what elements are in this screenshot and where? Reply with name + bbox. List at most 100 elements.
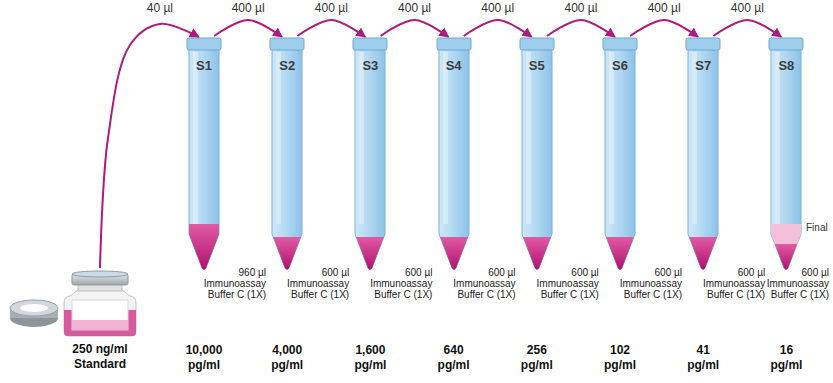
- concentration-label: 16 pg/ml: [763, 343, 809, 373]
- tube-label: S2: [270, 58, 304, 73]
- tube-label: S8: [769, 58, 803, 73]
- text-slot: 600 µl Immunoassay Buffer C (1X): [366, 267, 432, 300]
- text-slot: 102 pg/ml: [597, 343, 643, 373]
- dilution-tube: S2600 µl Immunoassay Buffer C (1X)4,000 …: [270, 38, 304, 270]
- tube-body: [355, 48, 385, 270]
- buffer-volume: 600 µl Immunoassay Buffer C (1X): [616, 267, 682, 300]
- text-slot: 960 µl Immunoassay Buffer C (1X): [200, 267, 266, 300]
- tube-rim: [520, 38, 554, 50]
- tube-rim: [187, 38, 221, 50]
- tube-highlight: [609, 52, 614, 224]
- tube-highlight: [775, 52, 780, 224]
- final-note: Final: [806, 222, 828, 234]
- vial-label: [72, 300, 128, 330]
- transfer-arrow: [214, 20, 282, 37]
- tube-body: [605, 48, 635, 270]
- label-slot: 400 µl: [729, 1, 766, 15]
- label-slot: 400 µl: [230, 1, 267, 15]
- buffer-volume: 600 µl Immunoassay Buffer C (1X): [450, 267, 516, 300]
- text-slot: 250 ng/ml Standard: [68, 342, 132, 372]
- text-slot: S2: [270, 58, 304, 73]
- tube-rim: [353, 38, 387, 50]
- tube-liquid: [189, 224, 219, 270]
- buffer-volume: 960 µl Immunoassay Buffer C (1X): [200, 267, 266, 300]
- tube-liquid: [771, 224, 801, 270]
- tube-highlight: [276, 52, 281, 224]
- tube-body: [522, 48, 552, 270]
- tube-rim: [437, 38, 471, 50]
- transfer-arrow: [464, 20, 532, 37]
- buffer-volume: 600 µl Immunoassay Buffer C (1X): [533, 267, 599, 300]
- concentration-label: 640 pg/ml: [431, 343, 477, 373]
- vial-body: [64, 290, 136, 336]
- tube-liquid: [523, 237, 551, 270]
- text-slot: S6: [603, 58, 637, 73]
- tube-liquid: [775, 244, 797, 270]
- text-slot: S5: [520, 58, 554, 73]
- transfer-arrow: [713, 20, 781, 37]
- transfer-arrow: [297, 20, 365, 37]
- concentration-label: 250 ng/ml Standard: [68, 342, 132, 372]
- dilution-tube: S6600 µl Immunoassay Buffer C (1X)102 pg…: [603, 38, 637, 270]
- label-slot: 400 µl: [479, 1, 516, 15]
- tube-highlight: [692, 52, 697, 224]
- tube-label: S4: [437, 58, 471, 73]
- tube-highlight: [443, 52, 448, 224]
- tube-liquid: [357, 237, 385, 270]
- text-slot: S4: [437, 58, 471, 73]
- volume-label: 400 µl: [646, 1, 683, 15]
- dilution-tube: S3600 µl Immunoassay Buffer C (1X)1,600 …: [353, 38, 387, 270]
- text-slot: 600 µl Immunoassay Buffer C (1X): [699, 267, 765, 300]
- dilution-tube: S7600 µl Immunoassay Buffer C (1X)41 pg/…: [686, 38, 720, 270]
- text-slot: S3: [353, 58, 387, 73]
- tube-body: [272, 48, 302, 270]
- tube-liquid: [606, 237, 634, 270]
- transfer-arrow: [100, 24, 199, 268]
- dilution-tube: S8600 µl Immunoassay Buffer C (1X)16 pg/…: [769, 38, 803, 270]
- tube-highlight: [359, 52, 364, 224]
- transfer-arrow: [547, 20, 615, 37]
- tube-rim: [769, 38, 803, 50]
- vial-label-band: [72, 320, 128, 330]
- text-slot: S8: [769, 58, 803, 73]
- text-slot: 41 pg/ml: [680, 343, 726, 373]
- tube-liquid: [689, 237, 717, 270]
- transfer-arrow: [381, 20, 449, 37]
- tube-label: S7: [686, 58, 720, 73]
- label-slot: 400 µl: [396, 1, 433, 15]
- tube-body: [688, 48, 718, 270]
- text-slot: 1,600 pg/ml: [347, 343, 393, 373]
- concentration-label: 102 pg/ml: [597, 343, 643, 373]
- text-slot: 640 pg/ml: [431, 343, 477, 373]
- tube-rim: [686, 38, 720, 50]
- tube-label: S3: [353, 58, 387, 73]
- text-slot: 256 pg/ml: [514, 343, 560, 373]
- volume-label: 400 µl: [562, 1, 599, 15]
- vial-shape: [60, 272, 140, 336]
- tube-liquid: [440, 237, 468, 270]
- loose-cap: [10, 300, 58, 327]
- label-slot: 400 µl: [646, 1, 683, 15]
- label-slot: 400 µl: [313, 1, 350, 15]
- dilution-tube: S4600 µl Immunoassay Buffer C (1X)640 pg…: [437, 38, 471, 270]
- volume-label: 400 µl: [396, 1, 433, 15]
- concentration-label: 10,000 pg/ml: [181, 343, 227, 373]
- concentration-label: 1,600 pg/ml: [347, 343, 393, 373]
- buffer-volume: 600 µl Immunoassay Buffer C (1X): [699, 267, 765, 300]
- tube-body: [439, 48, 469, 270]
- text-slot: S7: [686, 58, 720, 73]
- volume-label: 40 µl: [145, 1, 175, 15]
- tube-body: [189, 48, 219, 270]
- label-slot: 400 µl: [562, 1, 599, 15]
- text-slot: 600 µl Immunoassay Buffer C (1X): [616, 267, 682, 300]
- tube-rim: [603, 38, 637, 50]
- buffer-volume: 600 µl Immunoassay Buffer C (1X): [366, 267, 432, 300]
- tube-label: S5: [520, 58, 554, 73]
- transfer-arrow: [630, 20, 698, 37]
- text-slot: 600 µl Immunoassay Buffer C (1X): [763, 267, 829, 300]
- text-slot: 16 pg/ml: [763, 343, 809, 373]
- tube-label: S1: [187, 58, 221, 73]
- dilution-tube: S1960 µl Immunoassay Buffer C (1X)10,000…: [187, 38, 221, 270]
- tube-highlight: [193, 52, 198, 224]
